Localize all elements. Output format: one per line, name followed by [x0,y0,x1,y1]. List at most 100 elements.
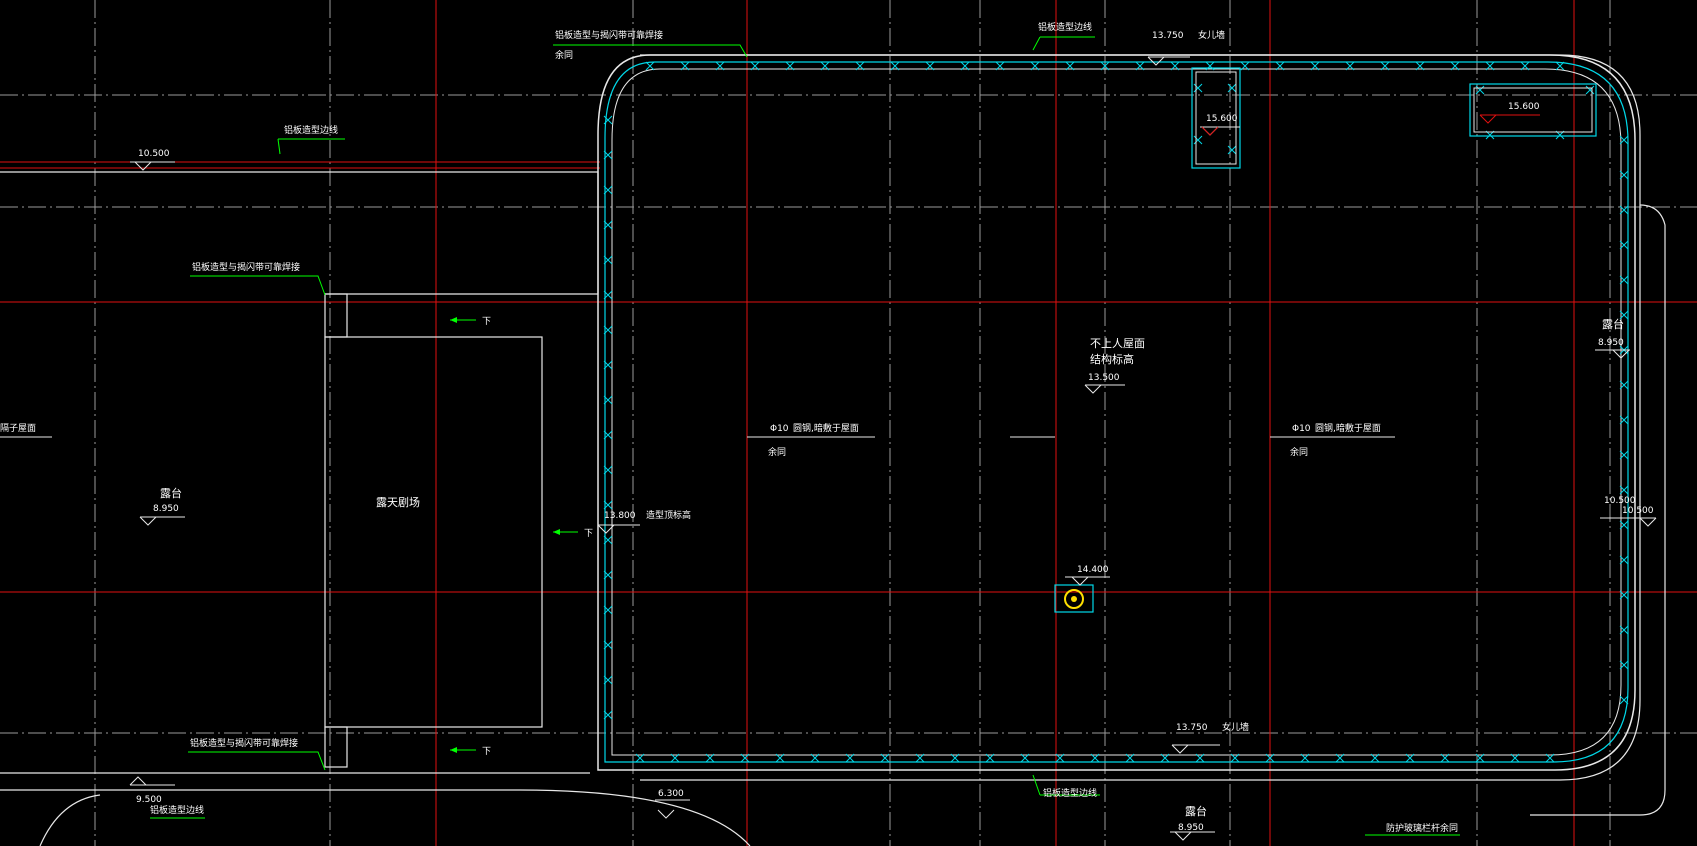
air-terminal-x [985,753,995,763]
air-terminal-x [603,185,613,195]
label-elev-9500: 9.500 [136,795,162,805]
air-terminal-x [705,753,715,763]
air-terminal-x [1100,61,1110,71]
air-terminal-x [1405,753,1415,763]
elevation-triangle-red [1201,114,1540,136]
air-terminal-x [1555,61,1565,71]
air-terminal-x [820,61,830,71]
air-terminal-x [1193,83,1203,93]
air-terminal-x [1135,61,1145,71]
air-terminal-x [603,500,613,510]
air-terminal-x [1370,753,1380,763]
air-terminal-x [750,61,760,71]
air-terminal-x [1020,753,1030,763]
label-elev-13500: 13.500 [1088,373,1120,383]
air-terminal-x [1335,753,1345,763]
air-terminal-x [1415,61,1425,71]
air-terminal-x [740,753,750,763]
air-terminal-x [1265,753,1275,763]
air-terminal-x [1475,85,1485,95]
air-terminal-x [1030,61,1040,71]
leader-arrows [450,317,560,753]
air-terminal-x [715,61,725,71]
label-down-2: 下 [584,529,593,539]
label-al-panel-joint-top: 铝板造型与揭闪带可靠焊接 [555,29,663,41]
label-parapet-bottom: 女儿墙 [1222,721,1249,733]
label-down-1: 下 [482,317,491,327]
label-elev-13750-bottom: 13.750 [1176,723,1208,733]
air-terminal-x [1585,85,1595,95]
air-terminal-x [1619,240,1629,250]
air-terminal-x [1380,61,1390,71]
air-terminal-x [1193,135,1203,145]
label-terrace-left: 露台 [160,486,182,500]
air-terminal-x [603,220,613,230]
label-same-mid-left: 余同 [768,446,786,458]
label-steel-roof-note: 造型顶标高 [646,509,691,521]
label-elev-8950-right: 8.950 [1598,338,1624,348]
air-terminal-x [603,360,613,370]
label-al-panel-joint-bottom: 铝板造型与揭闪带可靠焊接 [190,737,298,749]
roof-structures [1054,67,1597,613]
air-terminal-x [1510,753,1520,763]
label-elev-10500-left: 10.500 [138,149,170,159]
air-terminal-x [603,290,613,300]
air-terminal-x [603,430,613,440]
air-terminal-x [1619,415,1629,425]
air-terminal-x [855,61,865,71]
air-terminal-x [603,395,613,405]
air-terminal-x [1065,61,1075,71]
air-terminal-x [960,61,970,71]
label-elev-13750-top: 13.750 [1152,31,1184,41]
label-guard-glass-railing: 防护玻璃栏杆余同 [1386,822,1458,834]
air-terminal-x [775,753,785,763]
label-structural-elev: 结构标高 [1090,352,1134,366]
air-terminal-x [1345,61,1355,71]
air-terminal-x [1619,520,1629,530]
air-terminal-x [1619,660,1629,670]
label-terrace-right: 露台 [1602,317,1624,331]
label-parapet-top: 女儿墙 [1198,29,1225,41]
air-terminal-x [1475,753,1485,763]
air-terminal-x [1090,753,1100,763]
air-terminal-x [1619,625,1629,635]
air-terminal-x [1195,753,1205,763]
label-phi10-right: Φ10 [1292,424,1311,434]
drain-marker [1064,589,1084,609]
label-elev-15600-a: 15.600 [1206,114,1238,124]
air-terminal-x [950,753,960,763]
air-terminal-x [635,753,645,763]
label-elev-8950-bottom: 8.950 [1178,823,1204,833]
elevation-markers [0,56,1657,841]
air-terminal-x [915,753,925,763]
air-terminal-x [925,61,935,71]
air-terminal-x [1619,275,1629,285]
air-terminal-x [1619,590,1629,600]
label-terrace-bottom: 露台 [1185,804,1207,818]
air-terminal-x [1055,753,1065,763]
air-terminal-x [670,753,680,763]
label-no-access-roof: 不上人屋面 [1090,337,1145,350]
air-terminal-x [845,753,855,763]
air-terminal-marks [603,61,1629,763]
air-terminal-x [1310,61,1320,71]
air-terminal-x [1619,485,1629,495]
air-terminal-x [603,605,613,615]
air-terminal-x [785,61,795,71]
label-elev-15600-b: 15.600 [1508,102,1540,112]
label-roundsteel-right: 圆钢,暗敷于屋面 [1315,422,1381,434]
air-terminal-x [603,570,613,580]
air-terminal-x [1160,753,1170,763]
air-terminal-x [603,465,613,475]
label-elev-14400: 14.400 [1077,565,1109,575]
air-terminal-x [995,61,1005,71]
label-al-panel-joint-mid: 铝板造型与揭闪带可靠焊接 [192,261,300,273]
air-terminal-x [603,115,613,125]
air-terminal-x [603,535,613,545]
label-open-theater: 露天剧场 [376,495,420,509]
label-elev-10500-right2: 10.500 [1622,506,1654,516]
label-al-panel-edge-left: 铝板造型边线 [284,124,338,136]
